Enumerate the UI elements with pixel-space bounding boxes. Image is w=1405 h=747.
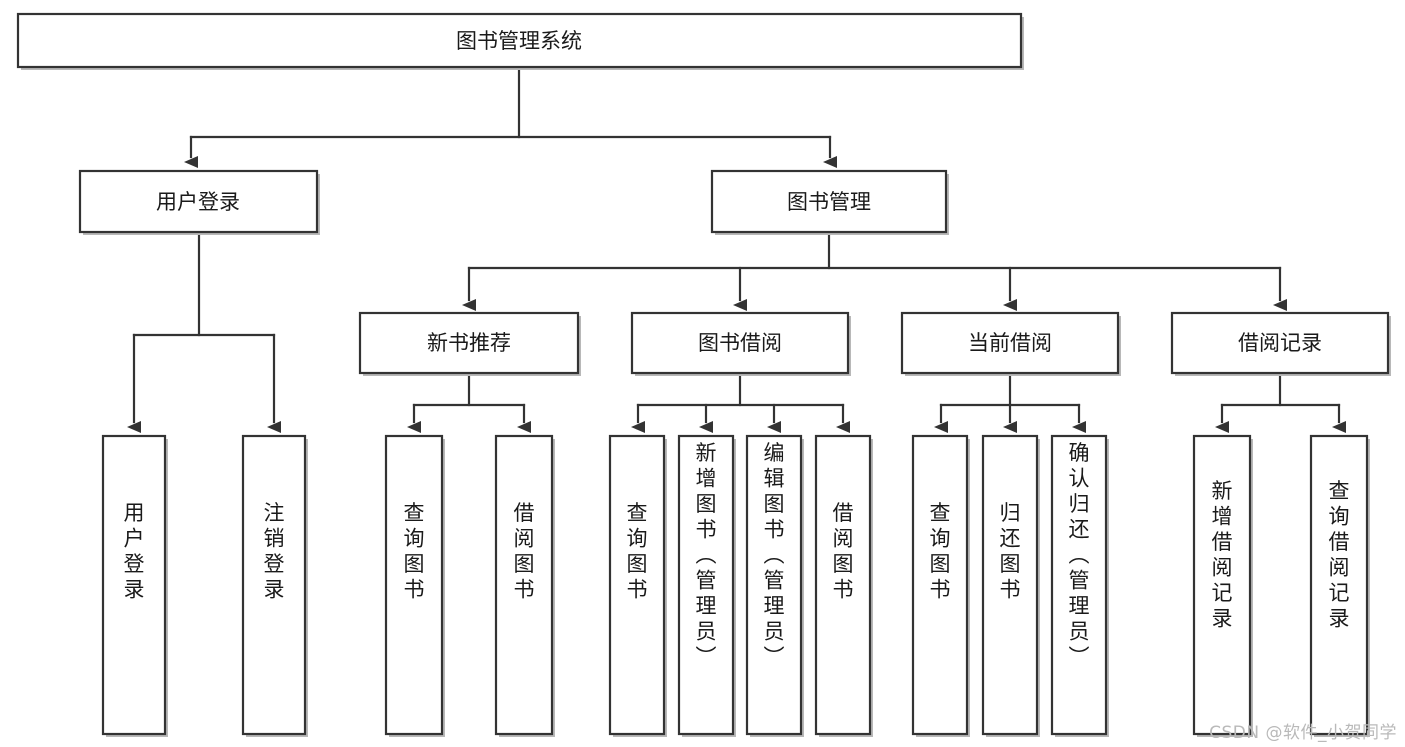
leaf-node-leaf-add-book[interactable]: 新增图书︵管理员︶ [677,434,736,737]
leaf-node-leaf-borrow-book-1[interactable]: 借阅图书 [494,434,555,737]
leaf-label-leaf-confirm-return: 确认归还︵管理员︶ [1069,441,1090,669]
leaf-box-leaf-user-login[interactable] [101,434,167,736]
node-root-label: 图书管理系统 [456,29,582,53]
leaf-node-leaf-confirm-return[interactable]: 确认归还︵管理员︶ [1050,434,1109,737]
node-user-login-label: 用户登录 [156,190,240,214]
node-book-borrow-label: 图书借阅 [698,331,782,355]
leaf-label-leaf-query-book-1: 查询图书 [404,501,425,602]
node-new-book-recommend[interactable]: 新书推荐 [358,311,581,376]
leaf-box-leaf-query-book-2[interactable] [608,434,666,736]
node-new-book-recommend-box[interactable] [358,311,580,375]
leaf-box-leaf-edit-book[interactable] [745,434,803,736]
leaf-node-leaf-add-record[interactable]: 新增借阅记录 [1192,434,1253,737]
leaf-node-leaf-return-book[interactable]: 归还图书 [981,434,1040,737]
node-borrow-record-box[interactable] [1170,311,1390,375]
node-current-borrow[interactable]: 当前借阅 [900,311,1121,376]
leaf-node-leaf-query-record[interactable]: 查询借阅记录 [1309,434,1370,737]
leaf-node-leaf-query-book-3[interactable]: 查询图书 [911,434,970,737]
node-borrow-record-label: 借阅记录 [1238,331,1322,355]
node-book-management-label: 图书管理 [787,190,871,214]
leaf-nodes-layer: 用户登录 注销登录 查询图书 借阅图书 查询图书 新增图书︵管理员︶ [101,434,1370,737]
leaf-box-leaf-query-book-1[interactable] [384,434,444,736]
csdn-watermark: CSDN @软件_小贺同学 [1209,723,1397,743]
leaf-box-leaf-query-book-3[interactable] [911,434,969,736]
leaf-label-leaf-user-login: 用户登录 [124,501,145,602]
leaf-node-leaf-borrow-book-2[interactable]: 借阅图书 [814,434,873,737]
leaf-label-leaf-edit-book: 编辑图书︵管理员︶ [764,441,785,669]
node-new-book-recommend-label: 新书推荐 [427,331,511,355]
leaf-node-leaf-query-book-2[interactable]: 查询图书 [608,434,667,737]
leaf-box-leaf-logout-login[interactable] [241,434,307,736]
node-borrow-record[interactable]: 借阅记录 [1170,311,1391,376]
leaf-label-leaf-return-book: 归还图书 [1000,501,1021,602]
leaf-box-leaf-add-record[interactable] [1192,434,1252,736]
leaf-label-leaf-query-book-2: 查询图书 [627,501,648,602]
node-book-management-box[interactable] [710,169,948,234]
leaf-box-leaf-confirm-return[interactable] [1050,434,1108,736]
leaf-node-leaf-edit-book[interactable]: 编辑图书︵管理员︶ [745,434,804,737]
node-root-box[interactable] [16,12,1023,69]
node-book-borrow[interactable]: 图书借阅 [630,311,851,376]
connector-layer [127,64,1346,433]
node-current-borrow-box[interactable] [900,311,1120,375]
node-current-borrow-label: 当前借阅 [968,331,1052,355]
leaf-node-leaf-query-book-1[interactable]: 查询图书 [384,434,445,737]
node-root[interactable]: 图书管理系统 [16,12,1024,70]
leaf-box-leaf-borrow-book-2[interactable] [814,434,872,736]
leaf-node-leaf-logout-login[interactable]: 注销登录 [241,434,308,737]
node-user-login[interactable]: 用户登录 [78,169,320,235]
leaf-box-leaf-return-book[interactable] [981,434,1039,736]
leaf-box-leaf-query-record[interactable] [1309,434,1369,736]
leaf-label-leaf-borrow-book-2: 借阅图书 [833,501,854,602]
leaf-node-leaf-user-login[interactable]: 用户登录 [101,434,168,737]
leaf-label-leaf-borrow-book-1: 借阅图书 [514,501,535,602]
leaf-label-leaf-add-record: 新增借阅记录 [1212,479,1233,631]
leaf-label-leaf-query-record: 查询借阅记录 [1329,479,1350,631]
node-user-login-box[interactable] [78,169,319,234]
node-book-borrow-box[interactable] [630,311,850,375]
leaf-label-leaf-query-book-3: 查询图书 [930,501,951,602]
leaf-box-leaf-add-book[interactable] [677,434,735,736]
leaf-box-leaf-borrow-book-1[interactable] [494,434,554,736]
node-book-management[interactable]: 图书管理 [710,169,949,235]
leaf-label-leaf-add-book: 新增图书︵管理员︶ [696,441,717,669]
leaf-label-leaf-logout-login: 注销登录 [264,501,285,602]
